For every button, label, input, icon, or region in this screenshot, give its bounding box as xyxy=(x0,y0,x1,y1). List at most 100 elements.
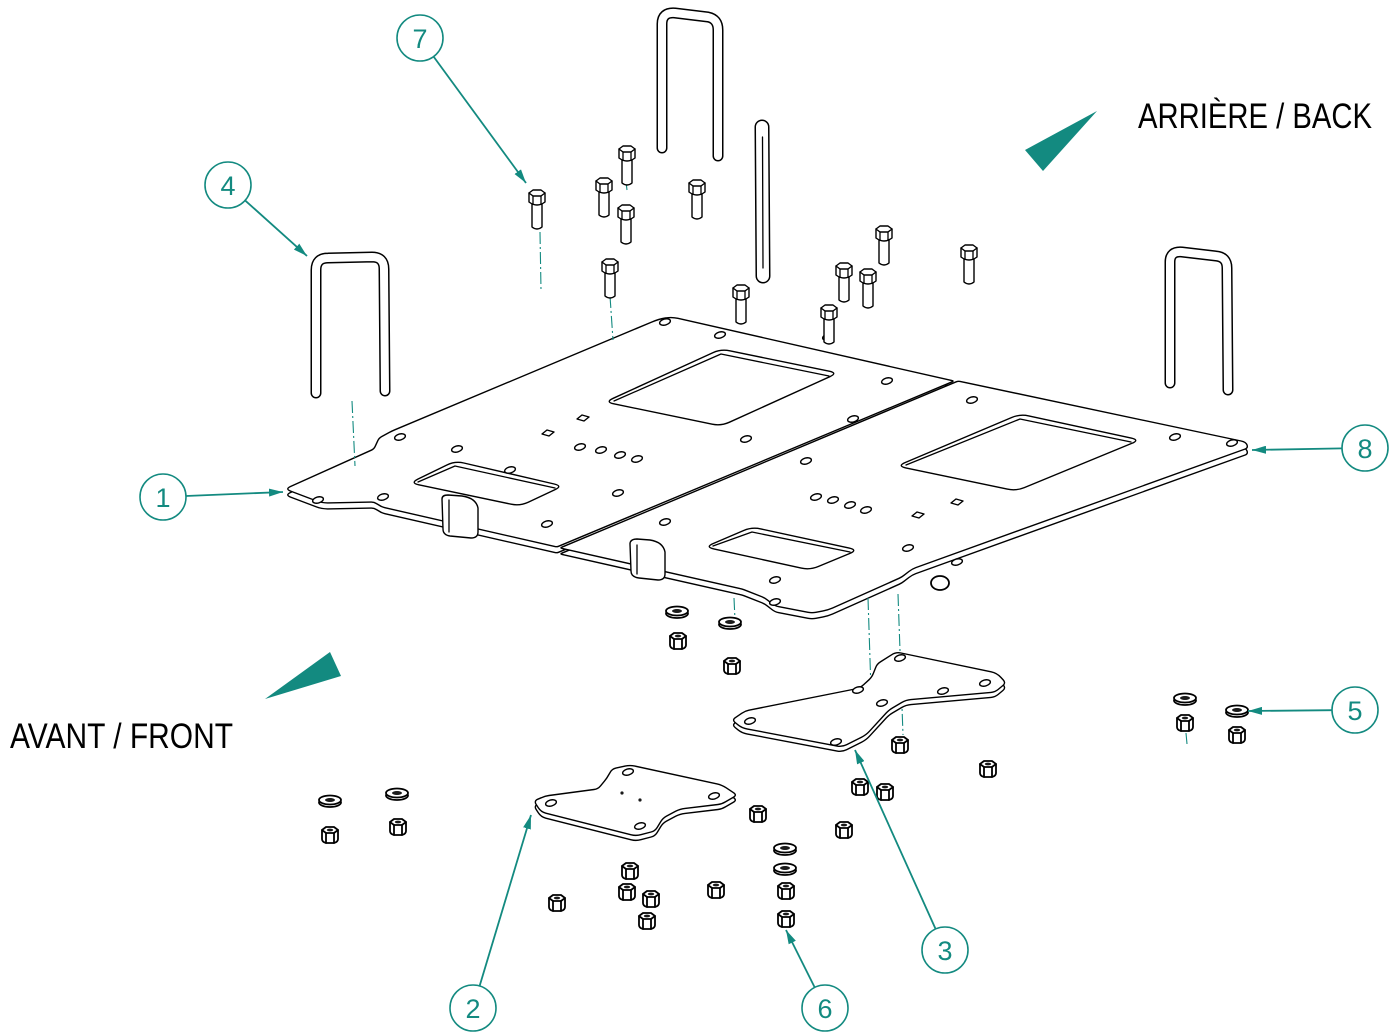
square-hole xyxy=(950,498,964,506)
callout-balloon xyxy=(204,161,252,209)
center-mark xyxy=(638,798,642,802)
mounting-hole xyxy=(540,520,554,528)
cutout-wall xyxy=(712,531,851,553)
callout-number: 4 xyxy=(220,171,235,201)
hex-bolt xyxy=(617,204,635,245)
cutout-wall xyxy=(905,418,1132,466)
mounting-hole xyxy=(826,496,840,504)
mounting-hole xyxy=(859,506,873,514)
callout-1: 1 xyxy=(139,473,284,521)
square-hole xyxy=(911,511,925,519)
callout-8: 8 xyxy=(1251,424,1389,472)
hex-bolt xyxy=(875,225,893,266)
hex-nut xyxy=(723,657,741,675)
mounting-hole xyxy=(707,792,721,800)
hex-nut xyxy=(621,862,639,880)
front-label: AVANT / FRONT xyxy=(10,717,233,756)
hex-nut xyxy=(749,805,767,823)
flat-washer xyxy=(1173,692,1197,706)
mounting-hole xyxy=(829,738,843,746)
leader-arrow xyxy=(478,814,532,987)
mounting-hole xyxy=(893,654,907,662)
mounting-hole xyxy=(768,576,782,584)
hex-nut xyxy=(979,760,997,778)
hex-nut xyxy=(851,778,869,796)
under-plate-details xyxy=(930,575,950,591)
mounting-hole xyxy=(978,679,992,687)
mounting-hole xyxy=(450,445,464,453)
leader-arrow xyxy=(185,488,284,497)
leader-arrow xyxy=(854,749,937,930)
front-direction-arrow-icon xyxy=(265,652,341,699)
center-mark xyxy=(620,791,624,795)
mounting-hole xyxy=(311,496,325,504)
front-cross-bracket xyxy=(534,764,737,842)
mounting-hole xyxy=(851,686,865,694)
square-hole xyxy=(576,414,590,422)
hex-nut xyxy=(1176,714,1194,732)
plate-cutout xyxy=(608,349,835,426)
callout-2: 2 xyxy=(449,814,532,1032)
alignment-centerline xyxy=(867,597,872,691)
callout-balloon xyxy=(139,473,187,521)
hex-bolt xyxy=(618,145,636,186)
callout-balloon xyxy=(801,984,849,1032)
callout-balloon xyxy=(1341,424,1389,472)
mounting-hole xyxy=(376,493,390,501)
alignment-centerline xyxy=(539,231,542,291)
direction-indicators: ARRIÈRE / BACK AVANT / FRONT xyxy=(10,97,1372,756)
mounting-hole xyxy=(880,377,894,385)
mounting-hole xyxy=(965,396,979,404)
u-bolts xyxy=(310,7,1234,399)
alignment-centerline xyxy=(1185,732,1188,745)
mounting-hole xyxy=(713,331,727,339)
mounting-hole xyxy=(1168,433,1182,441)
fasteners xyxy=(318,145,1249,930)
mounting-hole xyxy=(621,768,635,776)
flat-washer xyxy=(718,616,742,630)
flat-washer xyxy=(385,787,409,801)
lower-brackets xyxy=(534,652,1006,842)
hex-nut xyxy=(642,890,660,908)
right-base-plate xyxy=(560,380,1249,620)
alignment-centerline xyxy=(351,400,356,467)
hex-nut xyxy=(638,912,656,930)
hex-nut xyxy=(777,910,795,928)
mounting-hole xyxy=(739,435,753,443)
bent-tab xyxy=(441,494,479,539)
hex-bolt xyxy=(835,262,853,303)
mounting-hole xyxy=(393,433,407,441)
mounting-hole xyxy=(630,455,644,463)
mounting-hole xyxy=(594,446,608,454)
front-cross-bracket-top-face xyxy=(534,764,737,837)
hex-nut xyxy=(669,632,687,650)
mounting-hole xyxy=(658,518,672,526)
mounting-hole xyxy=(658,318,672,326)
callout-number: 2 xyxy=(465,994,480,1024)
plate-cutout xyxy=(413,461,560,506)
plate-cutout xyxy=(708,527,855,570)
back-label: ARRIÈRE / BACK xyxy=(1138,97,1372,136)
hex-nut xyxy=(389,818,407,836)
mounting-hole xyxy=(936,687,950,695)
alignment-centerline xyxy=(733,597,736,621)
flat-washer xyxy=(773,842,797,856)
back-direction-arrow-icon xyxy=(1025,111,1097,171)
cutout-wall xyxy=(417,465,556,489)
callout-4: 4 xyxy=(204,161,308,257)
leader-arrow xyxy=(785,929,816,988)
plate-cutout xyxy=(900,414,1137,491)
callout-balloon xyxy=(449,984,497,1032)
callout-balloon xyxy=(396,14,444,62)
callout-3: 3 xyxy=(854,749,969,974)
bent-tab xyxy=(629,538,666,581)
alignment-centerline xyxy=(609,295,614,341)
callout-balloon xyxy=(1331,686,1379,734)
cutout-wall xyxy=(613,353,830,402)
mounting-hole xyxy=(950,558,964,566)
mounting-hole xyxy=(875,699,889,707)
leader-arrow xyxy=(1247,706,1333,715)
callout-number: 5 xyxy=(1347,696,1362,726)
callout-number: 1 xyxy=(155,483,170,513)
callout-balloon xyxy=(921,926,969,974)
